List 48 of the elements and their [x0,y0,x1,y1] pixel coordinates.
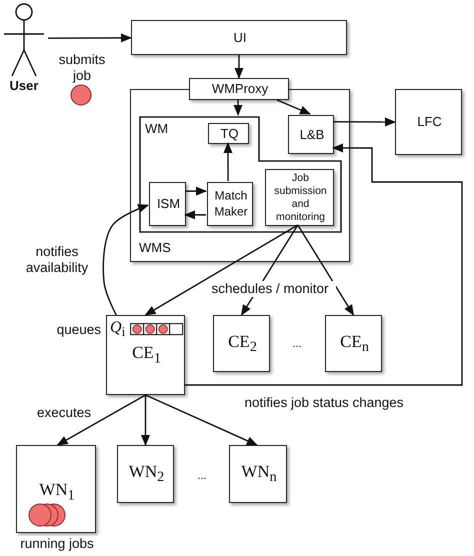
arrow [102,204,149,316]
node-box [106,315,185,395]
process-box [149,182,186,226]
node-label: WN$_{1}$ [38,480,76,504]
node-label: CE$_{1}$ [131,343,162,368]
arrow [223,142,232,181]
process-box [288,115,334,154]
node-label: CE$_{2}$ [227,331,258,356]
process-box [265,169,334,226]
arrow [48,33,132,42]
edge-label: schedules / monitor [204,281,336,298]
arrow [184,210,206,220]
arrow [141,395,150,446]
node-label: Match Maker [213,188,249,220]
node-label: User [8,78,40,94]
arrow [145,394,258,446]
node-box [325,315,382,372]
process-box [207,182,253,226]
node-label: WM [145,121,168,137]
node-label: LFC [416,114,443,130]
node-label: UI [232,30,248,46]
node-label: Q$_{i}$ [110,318,126,340]
node-box [213,315,270,372]
arrow [333,117,396,126]
arrow [56,394,146,446]
node-label: WMProxy [210,81,270,97]
arrow [185,186,207,196]
process-box [395,89,462,155]
process-box [208,123,249,144]
node-label: WMS [139,240,171,256]
arrow [276,99,311,115]
node-box [117,445,174,503]
node-label: WN$_{2}$ [128,462,166,486]
arrow [234,55,244,79]
node-box [229,445,287,503]
arrow [144,224,298,316]
process-box [131,20,347,55]
node-label: L&B [298,126,326,142]
node-label: TQ [219,126,240,142]
node-label: Job submission and monitoring [273,171,328,224]
arrow [297,224,354,316]
node-label: CE$_{n}$ [339,331,370,356]
process-box [189,78,289,100]
arrow [185,143,463,386]
arrow [234,100,243,116]
node-label: WN$_{n}$ [240,462,278,486]
node-label: ISM [156,196,182,212]
node-box [16,445,96,533]
